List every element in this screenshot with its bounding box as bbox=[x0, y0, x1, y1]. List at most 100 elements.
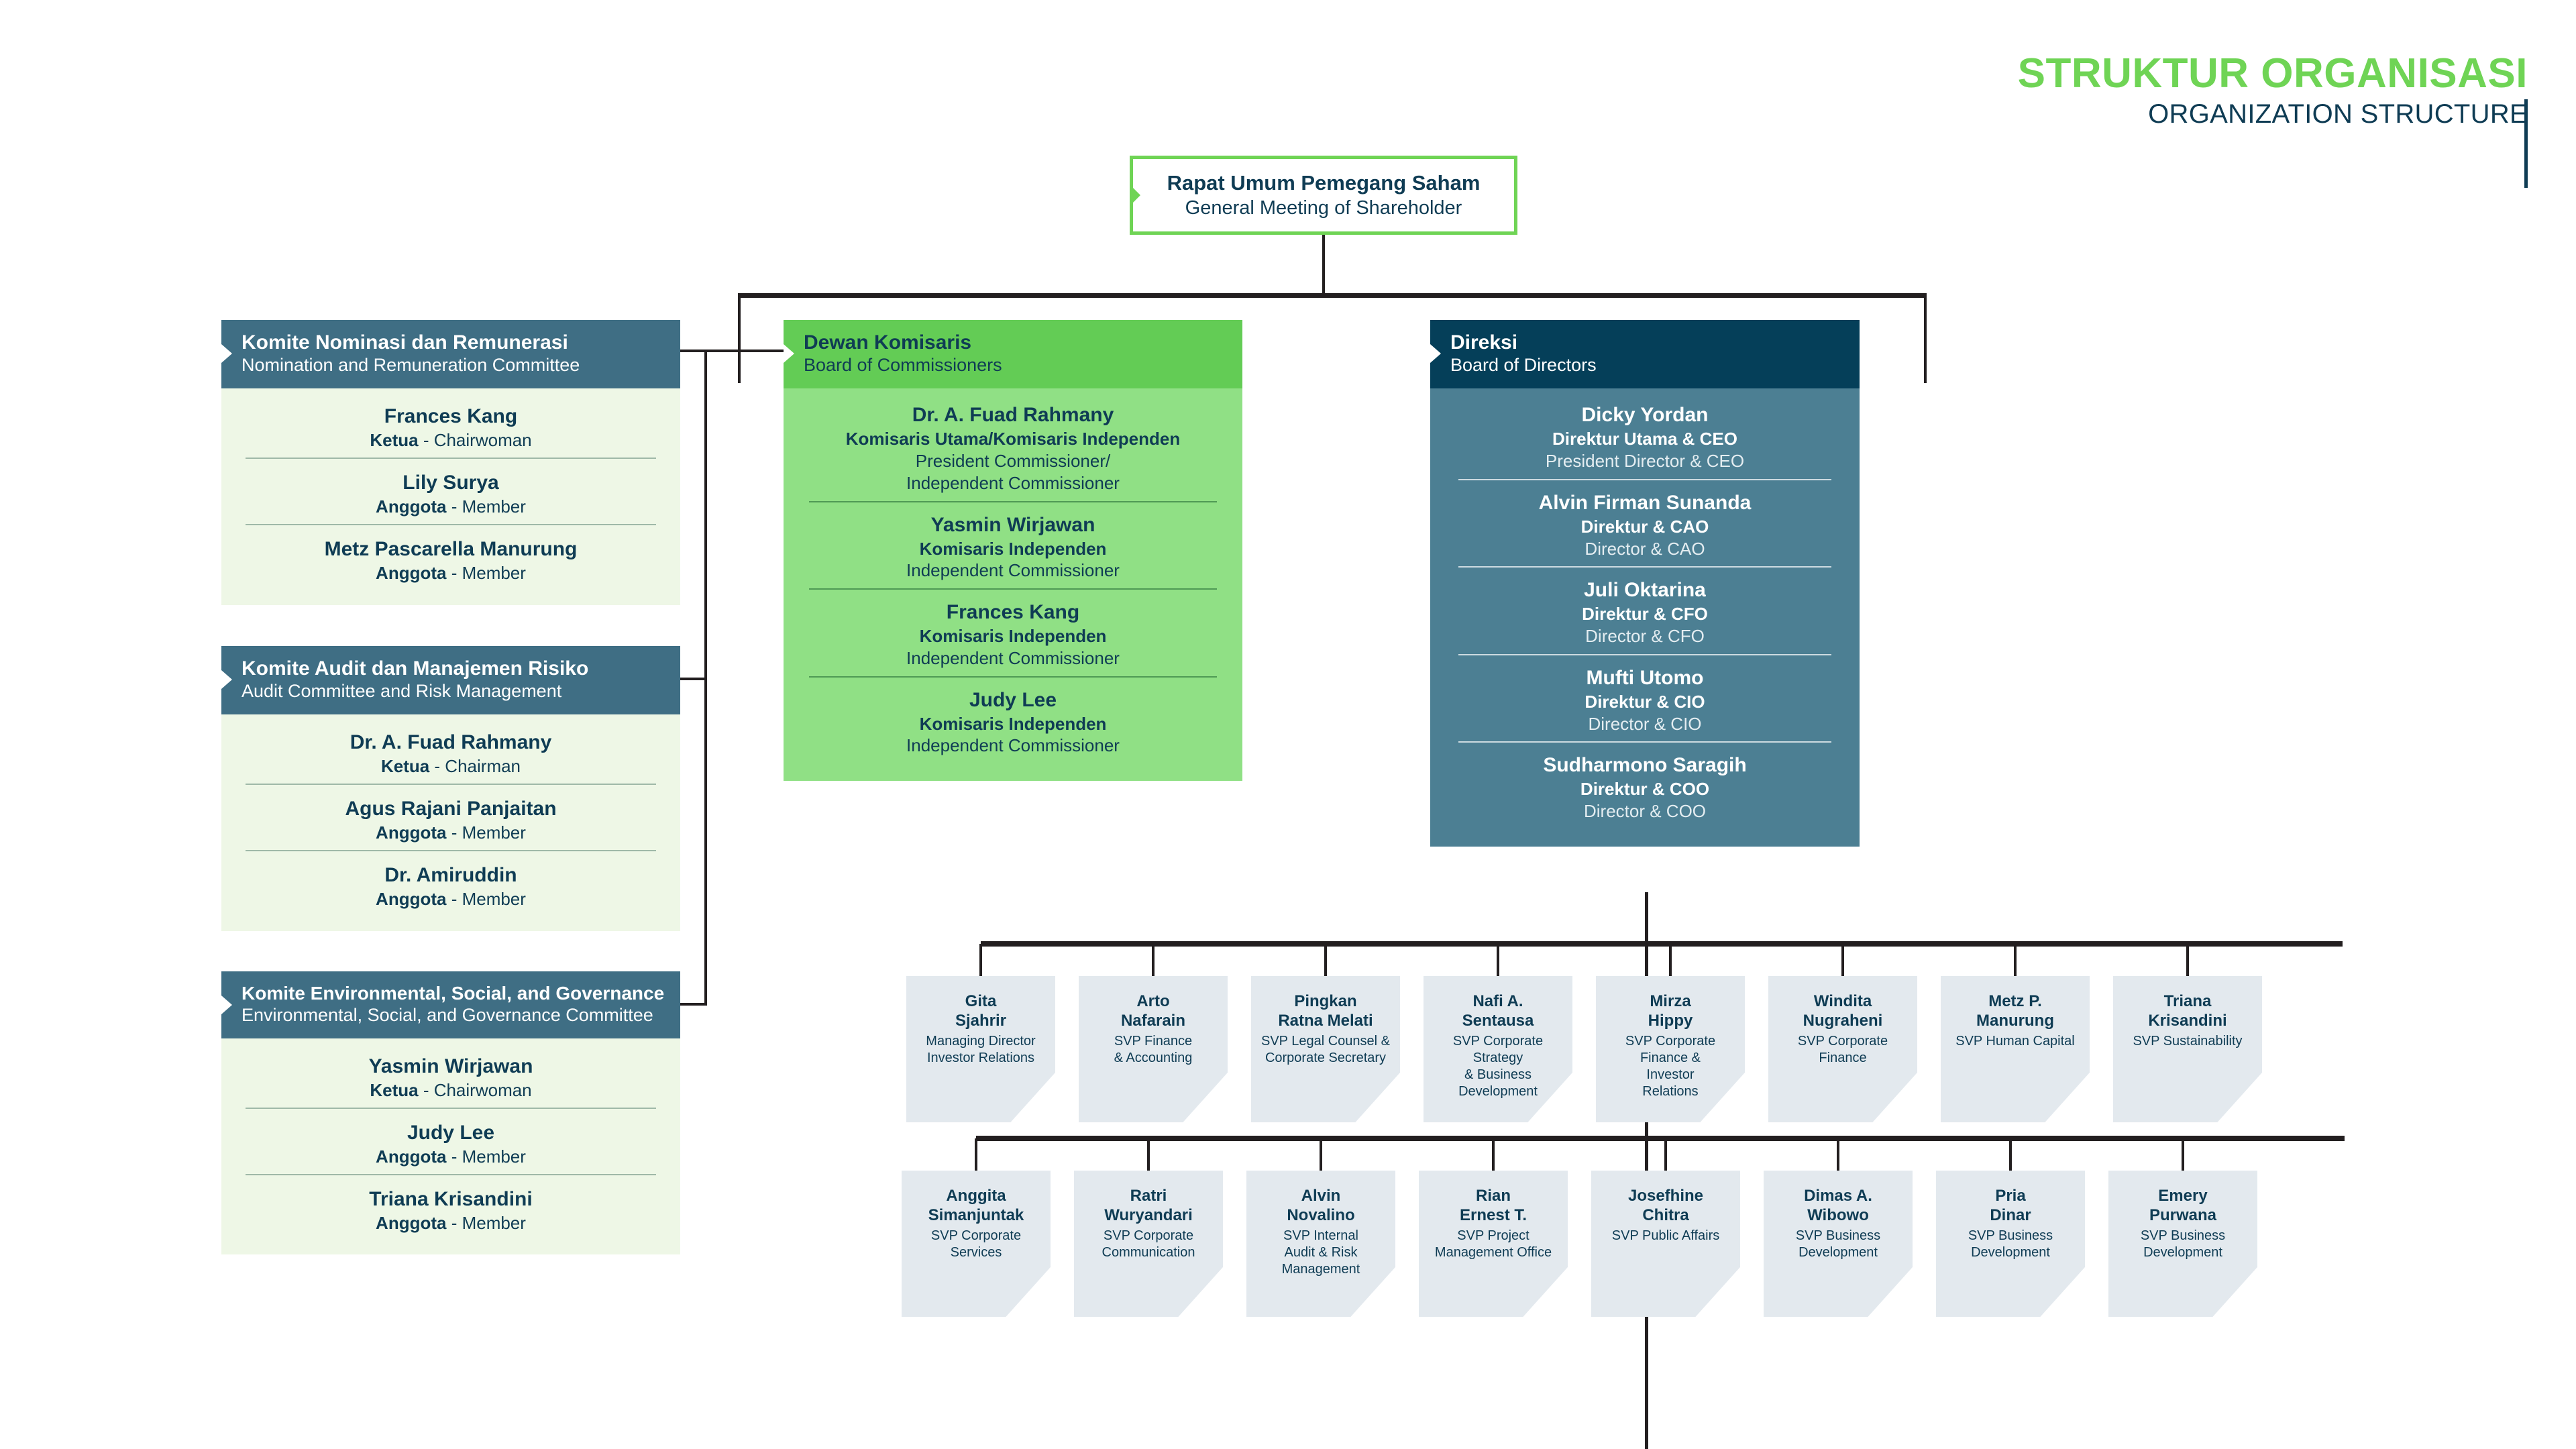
commissioners-title-en: Board of Commissioners bbox=[804, 355, 1002, 376]
svp-name-line-1: Triana bbox=[2163, 992, 2212, 1010]
svp-name-line-2: Nafarain bbox=[1120, 1011, 1186, 1030]
member-title-id: Komisaris Independen bbox=[919, 626, 1107, 647]
committee-card-nomination-remuneration[interactable]: Komite Nominasi dan Remunerasi Nominatio… bbox=[221, 320, 680, 605]
connector-svp-stub bbox=[2182, 1138, 2184, 1171]
connector-committee-stub-1 bbox=[674, 350, 707, 352]
chevron-right-icon bbox=[784, 344, 794, 363]
committee-header: Komite Nominasi dan Remunerasi Nominatio… bbox=[221, 320, 680, 389]
member-name: Dicky Yordan bbox=[1581, 404, 1709, 427]
commissioners-header: Dewan Komisaris Board of Commissioners bbox=[784, 320, 1242, 389]
connector-svp-stub bbox=[1320, 1138, 1322, 1171]
svp-name-line-1: Rian bbox=[1475, 1187, 1511, 1205]
member-title-en: Independent Commissioner bbox=[906, 647, 1120, 668]
member-title-id: Direktur & COO bbox=[1580, 779, 1710, 800]
member-role: Ketua - Chairwoman bbox=[370, 1079, 532, 1100]
member-name: Yasmin Wirjawan bbox=[368, 1055, 533, 1077]
connector-svp-stub bbox=[1324, 944, 1327, 976]
title-indonesian: STRUKTUR ORGANISASI bbox=[2017, 50, 2528, 97]
connector-rups-stem bbox=[1322, 235, 1325, 295]
member-role: Anggota - Member bbox=[376, 1146, 526, 1167]
chevron-right-icon bbox=[221, 344, 232, 363]
member-title-en: Independent Commissioner bbox=[906, 472, 1120, 493]
directors-title-en: Board of Directors bbox=[1450, 355, 1597, 376]
svp-name-line-1: Pingkan bbox=[1294, 992, 1357, 1010]
member-name: Sudharmono Saragih bbox=[1543, 754, 1747, 777]
member-title-en: President Director & CEO bbox=[1545, 451, 1745, 472]
svp-name-line-1: Nafi A. bbox=[1472, 992, 1523, 1010]
svp-name-line-1: Anggita bbox=[946, 1187, 1006, 1205]
member-name: Triana Krisandini bbox=[369, 1187, 533, 1210]
rups-card[interactable]: Rapat Umum Pemegang Saham General Meetin… bbox=[1130, 156, 1517, 235]
member-name: Alvin Firman Sunanda bbox=[1538, 491, 1752, 514]
member-role: Anggota - Member bbox=[376, 1212, 526, 1233]
connector-committee-stub-3 bbox=[674, 1003, 707, 1006]
title-english: ORGANIZATION STRUCTURE bbox=[2148, 99, 2528, 129]
committee-card-audit-risk[interactable]: Komite Audit dan Manajemen Risiko Audit … bbox=[221, 646, 680, 931]
svp-name-line-2: Dinar bbox=[1990, 1205, 2031, 1224]
connector-svp-row2-bus bbox=[976, 1136, 2345, 1141]
committee-title-en: Environmental, Social, and Governance Co… bbox=[241, 1005, 653, 1026]
svp-name-line-2: Sentausa bbox=[1462, 1011, 1534, 1030]
member-name: Mufti Utomo bbox=[1586, 666, 1704, 689]
svp-name-line-2: Ernest T. bbox=[1459, 1205, 1527, 1224]
member-role: Anggota - Member bbox=[376, 888, 526, 909]
connector-committee-to-commissioners bbox=[704, 350, 792, 352]
connector-committee-stub-2 bbox=[674, 678, 707, 680]
commissioners-title-id: Dewan Komisaris bbox=[804, 331, 972, 354]
member-title-en: Director & CIO bbox=[1588, 713, 1702, 734]
chevron-right-icon bbox=[221, 670, 232, 689]
member-name: Judy Lee bbox=[407, 1121, 495, 1144]
member-title-id: Direktur & CAO bbox=[1580, 516, 1709, 537]
connector-svp-stub bbox=[1669, 944, 1672, 976]
member-title-en: Independent Commissioner bbox=[906, 735, 1120, 756]
svp-name-line-1: Alvin bbox=[1301, 1187, 1341, 1205]
member-name: Frances Kang bbox=[384, 405, 518, 428]
svp-name-line-1: Mirza bbox=[1650, 992, 1691, 1010]
connector-svp-stub bbox=[2186, 944, 2189, 976]
member-title-en: Director & COO bbox=[1583, 801, 1707, 822]
svp-role: SVP Human Capital bbox=[1955, 1033, 2075, 1049]
connector-svp-row1-bus bbox=[981, 941, 2343, 947]
directors-header: Direksi Board of Directors bbox=[1430, 320, 1860, 389]
board-of-commissioners-card[interactable]: Dewan Komisaris Board of Commissioners D… bbox=[784, 320, 1242, 782]
connector-svp-stub bbox=[2009, 1138, 2012, 1171]
svp-name-line-1: Ratri bbox=[1130, 1187, 1167, 1205]
member-role: Anggota - Member bbox=[376, 496, 526, 517]
committee-header: Komite Environmental, Social, and Govern… bbox=[221, 971, 680, 1038]
committee-card-esg[interactable]: Komite Environmental, Social, and Govern… bbox=[221, 971, 680, 1255]
